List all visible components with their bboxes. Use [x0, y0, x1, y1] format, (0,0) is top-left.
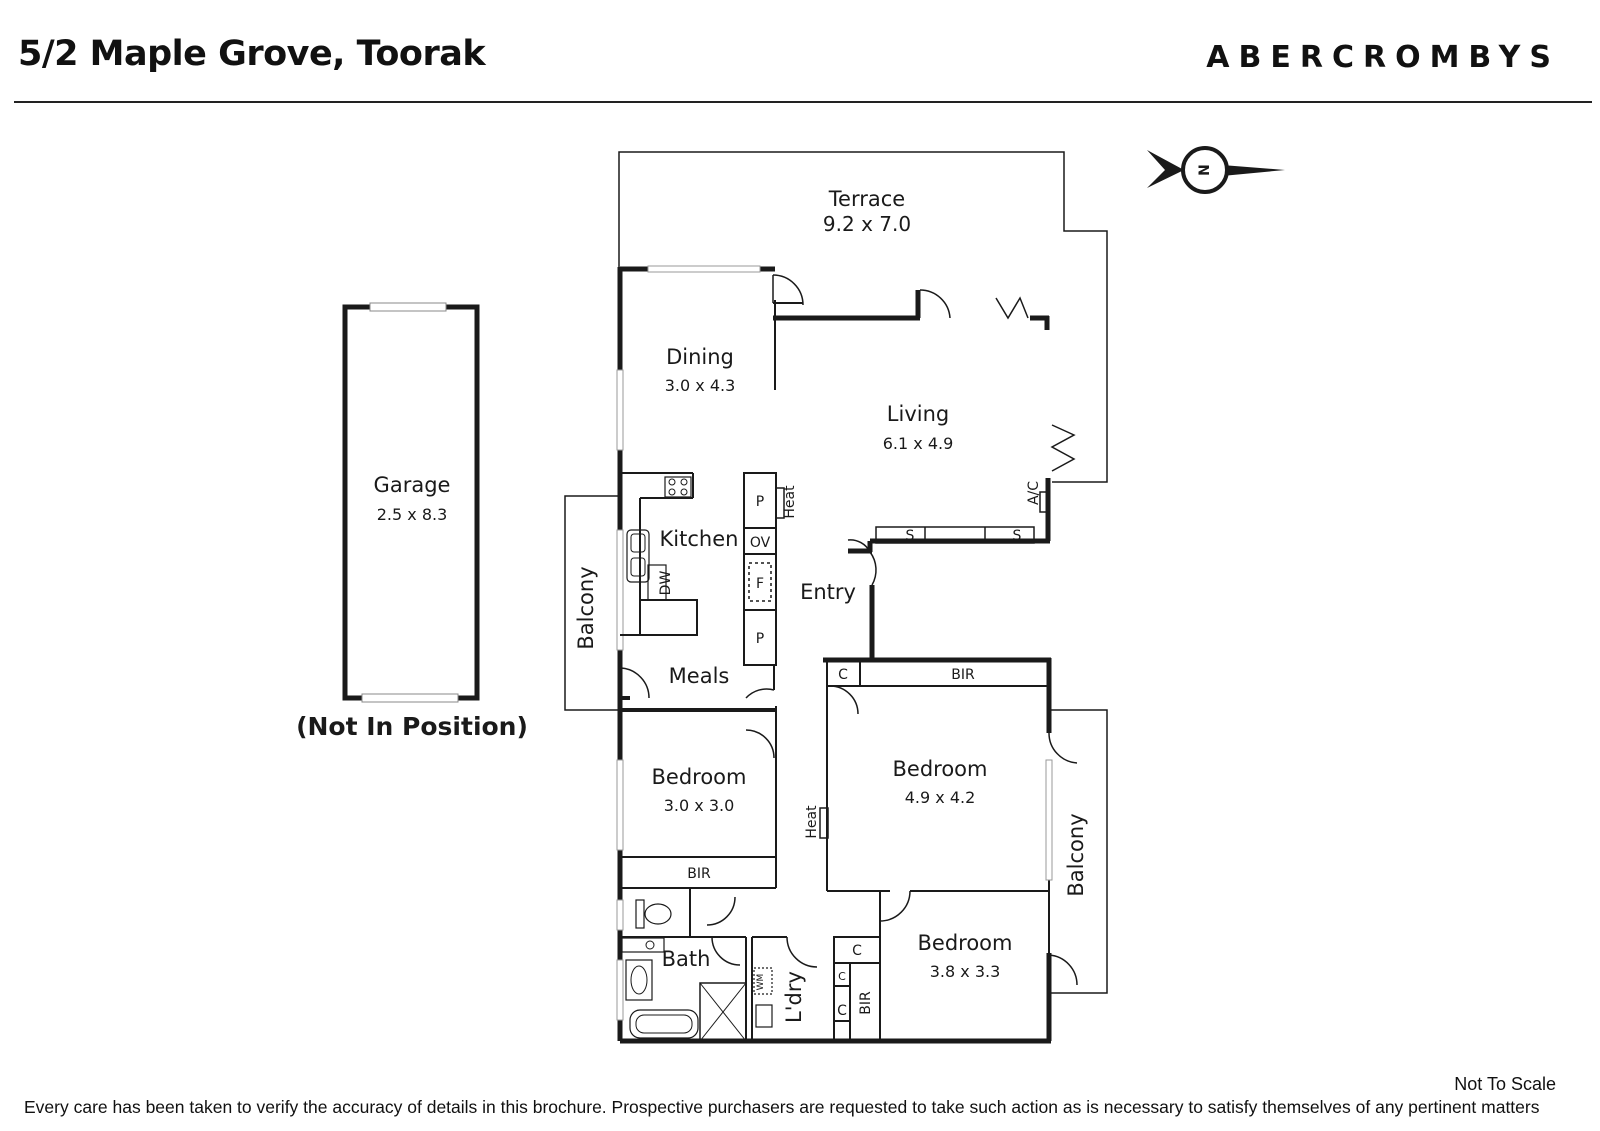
disclaimer-text: Every care has been taken to verify the … — [24, 1097, 1540, 1117]
bath-label: Bath — [662, 947, 711, 971]
compass-north-icon: N — [1147, 146, 1285, 194]
living-label: Living — [887, 402, 949, 426]
pantry-label-upper: P — [756, 494, 764, 510]
oven-label: OV — [750, 535, 771, 551]
storage-label-1: S — [906, 528, 915, 544]
basin-icon — [621, 937, 665, 953]
cooktop-icon — [664, 476, 692, 498]
dining-label: Dining — [666, 345, 734, 369]
cupboard-label-2: C — [838, 970, 846, 983]
terrace-outline — [618, 151, 1108, 483]
bedroom-third-dims: 3.8 x 3.3 — [930, 962, 1001, 981]
pantry-label-lower: P — [756, 631, 764, 647]
fridge-label: F — [756, 576, 764, 592]
dining-dims: 3.0 x 4.3 — [665, 376, 736, 395]
garage-position-note: (Not In Position) — [296, 712, 528, 741]
compass-label: N — [1197, 164, 1213, 176]
cupboard-label-1: C — [852, 943, 862, 959]
bedroom-third-label: Bedroom — [918, 931, 1013, 955]
garage-plan — [342, 302, 480, 703]
garage-dims: 2.5 x 8.3 — [377, 505, 448, 524]
bathtub-icon — [629, 1009, 699, 1039]
heater-label-kitchen: Heat — [782, 485, 798, 519]
vanity-icon — [625, 959, 653, 1001]
cupboard-label-main: C — [838, 667, 848, 683]
scale-note: Not To Scale — [1454, 1074, 1556, 1094]
balcony-right-outline — [1049, 709, 1108, 994]
kitchen-label: Kitchen — [660, 527, 739, 551]
entry-label: Entry — [800, 580, 856, 604]
header-divider — [14, 101, 1592, 103]
property-address: 5/2 Maple Grove, Toorak — [18, 34, 486, 74]
living-dims: 6.1 x 4.9 — [883, 434, 954, 453]
washing-machine-label: WM — [756, 974, 766, 991]
dishwasher-outline — [647, 564, 667, 601]
terrace-label: Terrace — [828, 187, 905, 211]
agency-logo: ABERCROMBYS — [1206, 40, 1560, 75]
interior-walls — [620, 300, 1049, 1042]
bir-label-main: BIR — [951, 667, 975, 683]
laundry-label: L'dry — [782, 971, 806, 1023]
door-swings — [620, 274, 1078, 986]
bedroom-main-label: Bedroom — [893, 757, 988, 781]
bir-label-third: BIR — [858, 991, 874, 1015]
heater-label-bedroom: Heat — [804, 805, 820, 839]
bedroom-small-dims: 3.0 x 3.0 — [664, 796, 735, 815]
balcony-left-label: Balcony — [574, 566, 598, 649]
cupboard-label-3: C — [837, 1003, 847, 1019]
bedroom-small-label: Bedroom — [652, 765, 747, 789]
storage-label-2: S — [1013, 528, 1022, 544]
garage-label: Garage — [374, 473, 451, 497]
balcony-right-label: Balcony — [1064, 813, 1088, 896]
meals-label: Meals — [669, 664, 730, 688]
sink-icon — [626, 529, 650, 583]
terrace-dims: 9.2 x 7.0 — [823, 212, 911, 236]
toilet-icon — [635, 899, 672, 929]
dishwasher-label: DW — [658, 571, 674, 596]
bir-label-small: BIR — [687, 866, 711, 882]
aircon-label: A/C — [1026, 481, 1042, 505]
west-windows — [616, 265, 1053, 1021]
balcony-left-outline — [564, 495, 621, 711]
bedroom-main-dims: 4.9 x 4.2 — [905, 788, 976, 807]
